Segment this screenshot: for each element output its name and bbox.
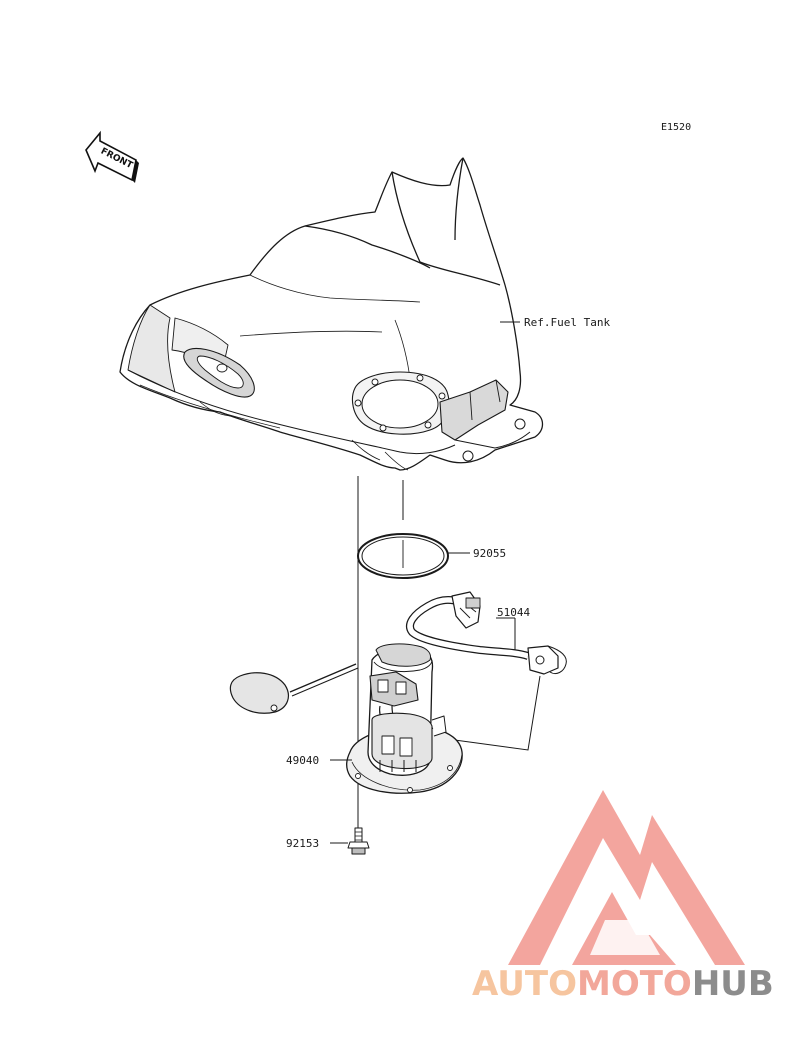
fuel-tank bbox=[119, 157, 544, 471]
gasket-o-ring bbox=[357, 533, 449, 579]
callout-49040: 49040 bbox=[286, 754, 319, 767]
watermark-auto: AUTO bbox=[472, 964, 577, 1004]
diagram-code: E1520 bbox=[661, 122, 691, 133]
front-arrow-icon: FRONT bbox=[85, 130, 139, 183]
callout-92153: 92153 bbox=[286, 837, 319, 850]
watermark-hub: HUB bbox=[692, 964, 774, 1004]
watermark-moto: MOTO bbox=[577, 964, 692, 1004]
watermark-logo: AUTOMOTOHUB bbox=[472, 790, 774, 1004]
callout-92055: 92055 bbox=[473, 547, 506, 560]
svg-text:AUTOMOTOHUB: AUTOMOTOHUB bbox=[472, 964, 774, 1004]
fuel-hose bbox=[406, 591, 567, 675]
fuel-pump-assembly bbox=[229, 643, 463, 794]
bolt bbox=[347, 827, 370, 855]
callout-ref-fuel-tank: Ref.Fuel Tank bbox=[524, 316, 610, 329]
callout-51044: 51044 bbox=[497, 606, 530, 619]
